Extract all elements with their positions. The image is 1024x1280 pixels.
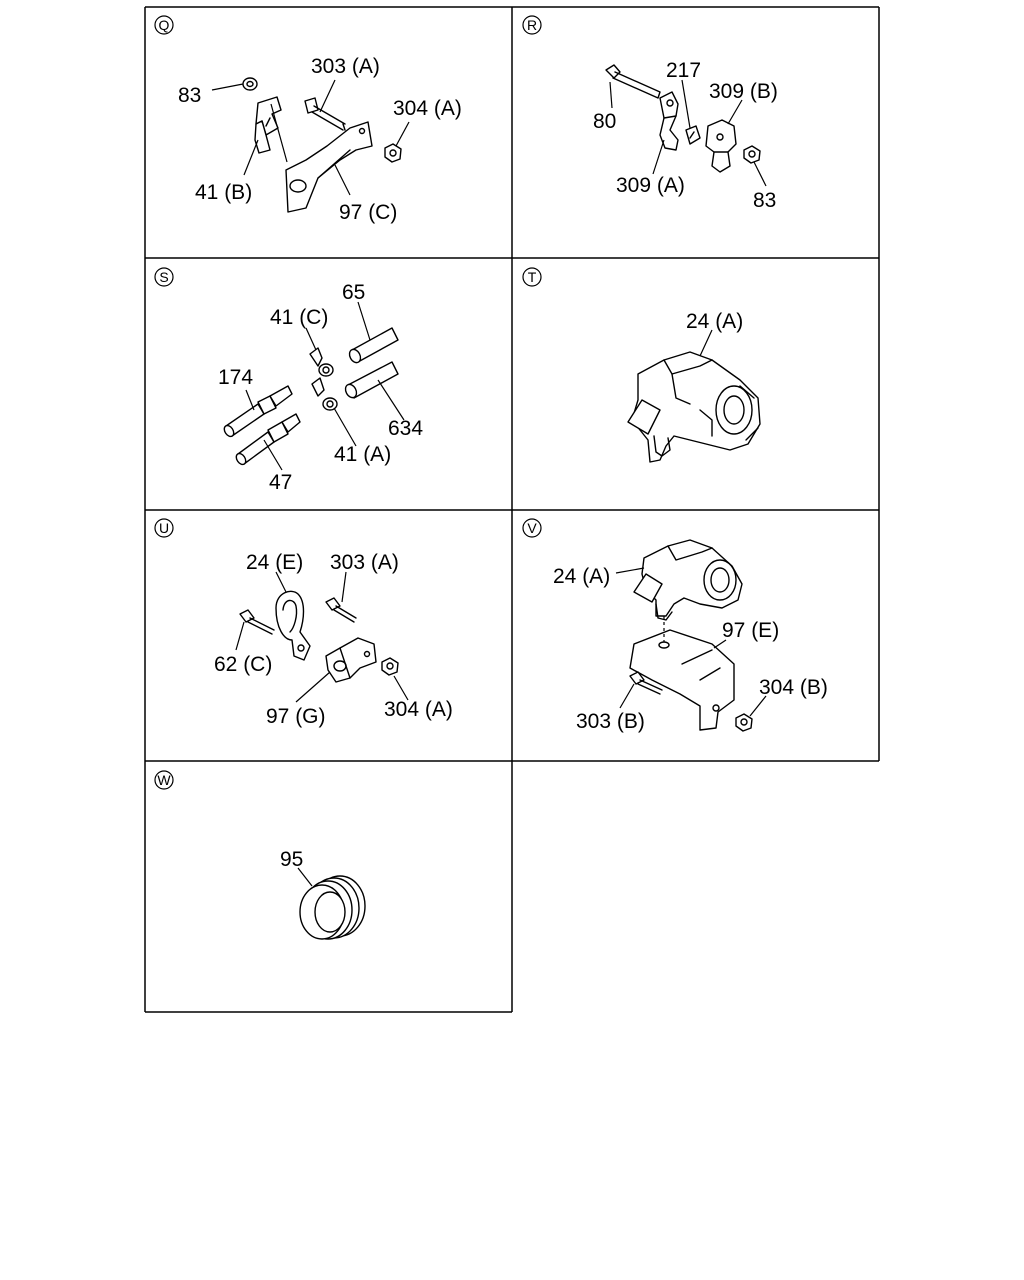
panel-badge: R <box>522 15 542 35</box>
panel-t: T 24 (A) <box>522 267 761 463</box>
panel-badge-letter: V <box>527 520 537 536</box>
bolt-80 <box>605 64 661 99</box>
panel-badge: S <box>154 267 174 287</box>
clamp-24e <box>275 590 311 661</box>
panel-badge-letter: T <box>528 269 537 285</box>
callout-65: 65 <box>342 281 365 304</box>
panel-badge: V <box>522 518 542 538</box>
panel-r: R <box>522 15 778 212</box>
panel-v: V <box>522 518 828 733</box>
callout-41c: 41 (C) <box>270 306 328 329</box>
callout-304a: 304 (A) <box>393 97 462 120</box>
callout-97e: 97 (E) <box>722 619 779 642</box>
panel-w: W 95 <box>154 770 366 940</box>
callout-62c: 62 (C) <box>214 653 272 676</box>
callout-309a: 309 (A) <box>616 174 685 197</box>
pipe-174 <box>223 385 293 438</box>
clamp-309b <box>705 119 737 173</box>
component-24a <box>627 351 761 463</box>
grommet-95 <box>299 875 366 940</box>
callout-309b: 309 (B) <box>709 80 778 103</box>
panel-badge: T <box>522 267 542 287</box>
panel-badge-letter: Q <box>159 17 170 33</box>
callout-217: 217 <box>666 59 701 82</box>
callout-83: 83 <box>178 84 201 107</box>
callout-80: 80 <box>593 110 616 133</box>
callout-97c: 97 (C) <box>339 201 397 224</box>
callout-24a: 24 (A) <box>686 310 743 333</box>
callout-304b: 304 (B) <box>759 676 828 699</box>
clip-217 <box>685 125 701 145</box>
panel-s: S <box>154 267 423 494</box>
pipe-47 <box>235 413 301 466</box>
callout-303b: 303 (B) <box>576 710 645 733</box>
callout-83: 83 <box>753 189 776 212</box>
panel-grid <box>144 6 880 1013</box>
callout-24a: 24 (A) <box>553 565 610 588</box>
bolt-62c <box>239 609 275 635</box>
hose-65 <box>348 327 399 364</box>
callout-97g: 97 (G) <box>266 705 326 728</box>
nut-83 <box>242 77 258 91</box>
panel-badge: W <box>154 770 174 790</box>
bolt-303b <box>629 671 663 695</box>
callout-303a: 303 (A) <box>330 551 399 574</box>
nut-83 <box>743 145 761 164</box>
bracket-97e <box>629 616 735 731</box>
component-24a <box>633 539 743 621</box>
callout-634: 634 <box>388 417 423 440</box>
bracket-97g <box>325 637 377 683</box>
callout-174: 174 <box>218 366 253 389</box>
callout-41b: 41 (B) <box>195 181 252 204</box>
panel-badge: U <box>154 518 174 538</box>
callout-304a: 304 (A) <box>384 698 453 721</box>
panel-badge-letter: W <box>157 772 171 788</box>
panel-u: U <box>154 518 453 728</box>
callout-41a: 41 (A) <box>334 443 391 466</box>
panel-badge-letter: S <box>159 269 168 285</box>
panel-q: Q <box>154 15 462 224</box>
clamp-41a <box>311 377 338 411</box>
nut-304a <box>381 657 399 676</box>
bolt-303a <box>304 97 346 131</box>
callout-24e: 24 (E) <box>246 551 303 574</box>
callout-95: 95 <box>280 848 303 871</box>
clamp-309a <box>659 91 679 151</box>
panel-badge: Q <box>154 15 174 35</box>
clamp-41c <box>309 347 334 377</box>
panel-badge-letter: R <box>527 17 537 33</box>
hose-634 <box>344 361 399 399</box>
nut-304b <box>735 713 753 732</box>
nut-304a <box>384 143 402 163</box>
panel-badge-letter: U <box>159 520 169 536</box>
bolt-303a <box>325 597 357 623</box>
callout-47: 47 <box>269 471 292 494</box>
bracket-97c <box>285 121 373 213</box>
callout-303a: 303 (A) <box>311 55 380 78</box>
